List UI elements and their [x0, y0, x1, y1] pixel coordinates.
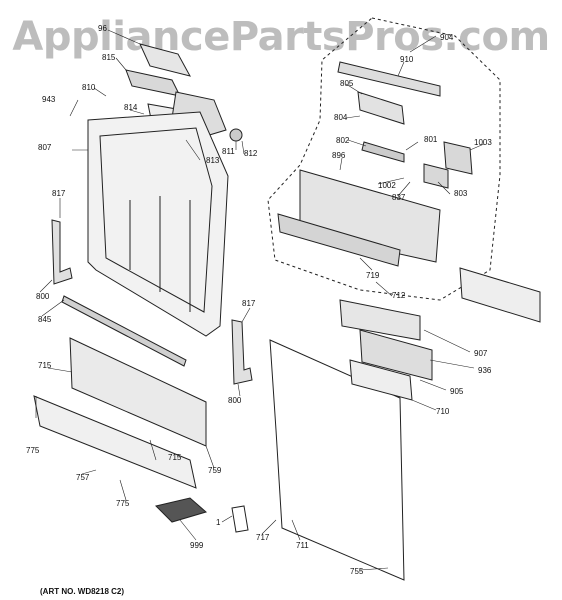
art-number: (ART NO. WD8218 C2)	[40, 587, 125, 596]
callout-810: 810	[82, 83, 96, 92]
callout-803: 803	[454, 189, 468, 198]
hinge-right	[231, 319, 253, 385]
control-board-assembly	[339, 299, 421, 341]
callout-712: 712	[392, 291, 406, 300]
callout-812: 812	[244, 149, 258, 158]
mount-bracket	[357, 91, 405, 125]
hinge-left	[51, 219, 73, 285]
inner-door-inset	[99, 127, 213, 313]
vent-cover	[139, 43, 191, 77]
callout-904: 904	[440, 33, 454, 42]
callout-775: 775	[26, 446, 40, 455]
callout-845: 845	[38, 315, 52, 324]
power-board	[359, 329, 433, 381]
callout-837: 837	[392, 193, 406, 202]
vent-knob	[229, 128, 243, 142]
callout-775b: 775	[116, 499, 130, 508]
callout-804: 804	[334, 113, 348, 122]
callout-805: 805	[340, 79, 354, 88]
callout-1002: 1002	[378, 181, 396, 190]
callout-910: 910	[400, 55, 414, 64]
manual-card	[231, 505, 249, 533]
callout-715b: 715	[168, 453, 182, 462]
callout-1003: 1003	[474, 138, 492, 147]
callout-800b: 800	[228, 396, 242, 405]
detergent-box	[155, 497, 208, 523]
callout-1: 1	[216, 518, 221, 527]
callout-896: 896	[332, 151, 346, 160]
callout-999: 999	[190, 541, 204, 550]
callout-817: 817	[52, 189, 66, 198]
callout-710: 710	[436, 407, 450, 416]
callout-711: 711	[296, 541, 309, 550]
handle-bracket	[459, 267, 541, 323]
callout-943: 943	[42, 95, 56, 104]
inner-door	[87, 111, 229, 337]
console-bracket	[337, 61, 441, 97]
toe-panel	[33, 395, 197, 489]
control-board-1003	[443, 141, 473, 175]
callout-802: 802	[336, 136, 350, 145]
callout-807: 807	[38, 143, 52, 152]
callout-817b: 817	[242, 299, 256, 308]
switch-bar	[361, 141, 405, 163]
callout-800: 800	[36, 292, 50, 301]
callout-717: 717	[256, 533, 270, 542]
callout-907: 907	[474, 349, 488, 358]
callout-757: 757	[76, 473, 90, 482]
callout-715: 715	[38, 361, 52, 370]
keypad	[277, 213, 401, 267]
callout-905: 905	[450, 387, 464, 396]
board-803	[423, 163, 449, 189]
callout-815: 815	[102, 53, 116, 62]
callout-936: 936	[478, 366, 492, 375]
vent-grille	[125, 69, 181, 97]
door-seal	[61, 295, 187, 367]
callout-801: 801	[424, 135, 438, 144]
callout-755: 755	[350, 567, 364, 576]
callout-811: 811	[222, 147, 235, 156]
callout-814: 814	[124, 103, 138, 112]
callout-759: 759	[208, 466, 222, 475]
callout-96: 96	[98, 24, 107, 33]
callout-719: 719	[366, 271, 380, 280]
callout-813: 813	[206, 156, 220, 165]
